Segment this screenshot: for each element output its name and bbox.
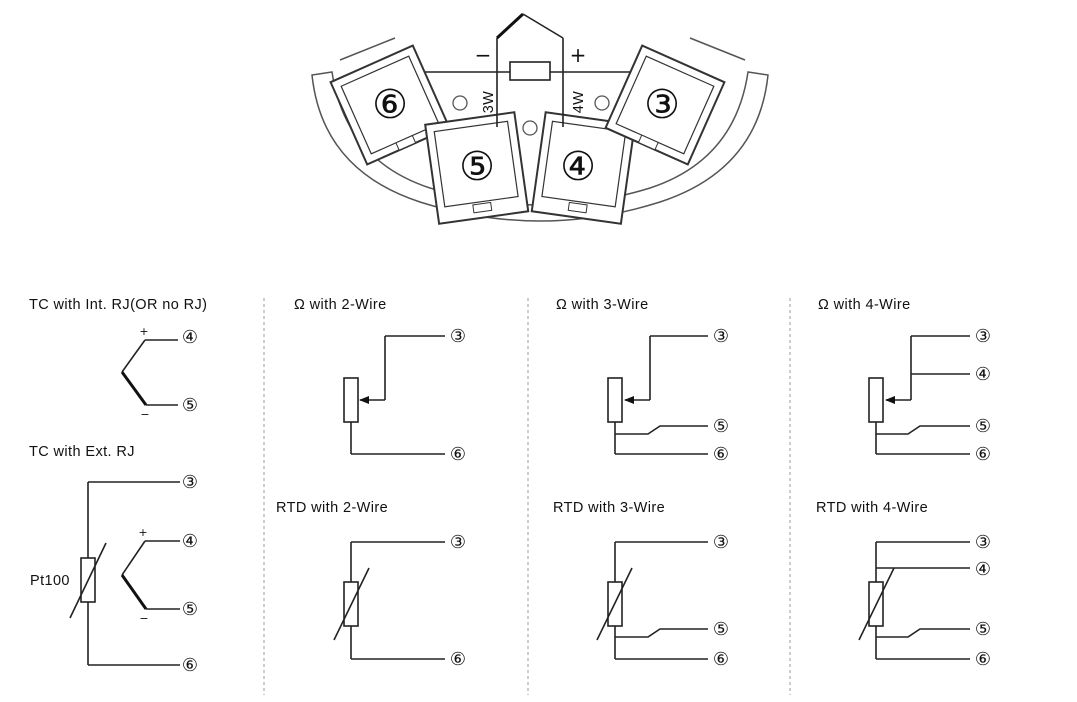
polarity-minus: − [140, 408, 149, 421]
terminal-label: ③ [975, 532, 991, 553]
polarity-plus: + [570, 43, 587, 67]
housing-edge-left [339, 37, 396, 61]
top-resistor [509, 61, 551, 81]
wire-leg-pos [121, 339, 146, 373]
rtd-slash [69, 542, 107, 619]
wire-5 [876, 628, 970, 638]
section-rtd-2-wire: RTD with 2-Wire ③ ⑥ [276, 500, 466, 670]
terminal-label: ⑤ [182, 395, 198, 416]
rtd-slash [858, 567, 895, 641]
rtd-slash [333, 567, 370, 641]
section-rtd-4-wire: RTD with 4-Wire ③ ④ ⑤ ⑥ [816, 500, 991, 670]
thermocouple-pos-leg [522, 13, 564, 39]
terminal-label: ⑤ [975, 416, 991, 437]
section-title: Ω with 3-Wire [556, 297, 649, 313]
terminal-label: ④ [182, 531, 198, 552]
terminal-label: ③ [182, 472, 198, 493]
housing-outline [311, 71, 769, 222]
terminal-label: ⑥ [182, 655, 198, 676]
section-ohm-4-wire: Ω with 4-Wire ③ ④ ⑤ ⑥ [818, 297, 991, 465]
terminal-label: ③ [713, 326, 729, 347]
potentiometer [343, 377, 359, 423]
mode-4w-label: 4W [571, 91, 587, 114]
terminal-label: ③ [450, 532, 466, 553]
terminal-label: ⑥ [713, 444, 729, 465]
section-tc-int-rj: TC with Int. RJ(OR no RJ) + − ④ ⑤ [29, 297, 207, 421]
section-title: TC with Ext. RJ [29, 444, 135, 460]
terminal-label: ⑤ [713, 619, 729, 640]
wire-leg-neg [120, 574, 148, 610]
polarity-minus: − [139, 612, 148, 625]
terminal-label: ④ [975, 364, 991, 385]
polarity-minus: − [475, 43, 492, 67]
terminal-label: ⑥ [450, 649, 466, 670]
terminal-label: ③ [975, 326, 991, 347]
terminal-label: ④ [182, 327, 198, 348]
polarity-plus: + [139, 325, 148, 338]
section-title: RTD with 3-Wire [553, 500, 665, 516]
section-title: TC with Int. RJ(OR no RJ) [29, 297, 207, 313]
terminal-label: ⑥ [975, 649, 991, 670]
terminal-label: ⑤ [182, 599, 198, 620]
wire-5 [615, 628, 708, 638]
wire-leg-neg [120, 371, 148, 406]
terminal-label: ⑤ [713, 416, 729, 437]
section-tc-ext-rj: TC with Ext. RJ Pt100 + − ③ ④ ⑤ ⑥ [29, 444, 198, 676]
terminal-label: ④ [975, 559, 991, 580]
terminal-block: ⑥ ⑤ ④ ③ − + 3 [311, 12, 769, 225]
potentiometer [607, 377, 623, 423]
terminal-label: ⑥ [713, 649, 729, 670]
mount-hole-left [452, 95, 468, 111]
wire-5 [876, 425, 970, 435]
terminal-label: ③ [450, 326, 466, 347]
rtd-slash [596, 567, 633, 641]
section-title: Ω with 4-Wire [818, 297, 911, 313]
mount-hole-right [594, 95, 610, 111]
section-title: Ω with 2-Wire [294, 297, 387, 313]
terminal-4-label: ④ [560, 144, 596, 190]
terminal-5-label: ⑤ [459, 144, 495, 190]
terminal-label: ⑥ [450, 444, 466, 465]
housing-edge-right [689, 37, 746, 61]
terminal-3 [604, 44, 726, 166]
polarity-plus: + [138, 526, 147, 539]
terminal-label: ⑥ [975, 444, 991, 465]
terminal-6-label: ⑥ [372, 82, 408, 128]
terminal-label: ③ [713, 532, 729, 553]
wire-5 [615, 425, 708, 435]
potentiometer [868, 377, 884, 423]
terminal-3-label: ③ [644, 82, 680, 128]
section-title: RTD with 4-Wire [816, 500, 928, 516]
section-ohm-3-wire: Ω with 3-Wire ③ ⑤ ⑥ [556, 297, 729, 465]
mode-3w-label: 3W [481, 91, 497, 114]
terminal-4 [530, 111, 636, 225]
section-ohm-2-wire: Ω with 2-Wire ③ ⑥ [294, 297, 466, 465]
section-rtd-3-wire: RTD with 3-Wire ③ ⑤ ⑥ [553, 500, 729, 670]
wire-leg-pos [121, 540, 146, 576]
mount-hole-center [522, 120, 538, 136]
pt100-label: Pt100 [30, 573, 70, 589]
terminal-5 [424, 111, 530, 225]
thermocouple-neg-leg [495, 12, 525, 40]
section-title: RTD with 2-Wire [276, 500, 388, 516]
terminal-6 [329, 44, 451, 166]
terminal-label: ⑤ [975, 619, 991, 640]
